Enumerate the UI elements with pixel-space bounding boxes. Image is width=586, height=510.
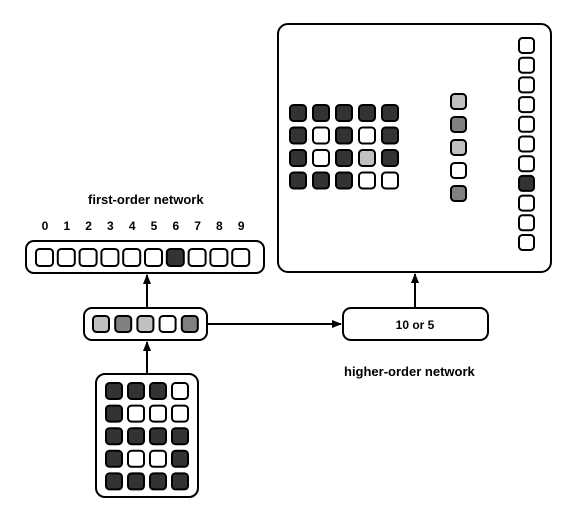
hidden-unit <box>180 315 199 333</box>
input-unit <box>171 472 189 491</box>
higher-order-input-unit <box>289 104 307 122</box>
higher-order-output-unit <box>518 115 535 133</box>
digit-label: 8 <box>216 219 223 233</box>
hidden-unit <box>158 315 177 333</box>
higher-order-network-label: higher-order network <box>344 364 476 379</box>
higher-order-input-unit <box>312 149 330 167</box>
hidden-unit <box>136 315 155 333</box>
input-unit <box>149 427 167 446</box>
digit-label: 7 <box>194 219 201 233</box>
input-unit <box>149 382 167 400</box>
first-order-hidden-units <box>92 315 199 333</box>
digit-label: 4 <box>129 219 136 233</box>
output-unit <box>100 248 120 267</box>
input-unit <box>171 404 189 423</box>
higher-order-grid-units <box>289 104 399 190</box>
input-unit <box>127 472 145 491</box>
digit-label: 0 <box>42 219 49 233</box>
higher-order-output-unit <box>518 37 535 54</box>
higher-order-hidden-unit <box>450 139 467 156</box>
higher-order-output-unit <box>518 56 535 74</box>
higher-order-input-unit <box>289 126 307 145</box>
input-unit <box>127 404 145 423</box>
output-unit <box>56 248 76 267</box>
hidden-unit <box>92 315 110 333</box>
higher-order-input-unit <box>335 126 353 145</box>
higher-order-input-unit <box>312 171 330 190</box>
higher-order-output-unit <box>518 234 535 251</box>
higher-order-input-unit <box>335 104 353 122</box>
output-unit <box>187 248 207 267</box>
higher-order-output-unit <box>518 76 535 94</box>
input-unit <box>171 382 189 400</box>
higher-order-input-unit <box>289 171 307 190</box>
higher-order-output-unit <box>518 155 535 173</box>
higher-order-input-unit <box>358 149 376 167</box>
higher-order-input-unit <box>335 171 353 190</box>
higher-order-input-unit <box>358 104 376 122</box>
higher-order-output-units <box>518 37 535 251</box>
input-unit <box>127 382 145 400</box>
digit-label: 1 <box>63 219 70 233</box>
digit-label: 9 <box>238 219 245 233</box>
first-order-output-units <box>35 248 251 267</box>
digit-label: 2 <box>85 219 92 233</box>
input-unit <box>127 427 145 446</box>
input-unit <box>149 449 167 468</box>
input-unit <box>105 449 123 468</box>
input-unit <box>171 427 189 446</box>
higher-order-input-unit <box>335 149 353 167</box>
output-unit <box>35 248 54 267</box>
higher-order-input-unit <box>358 171 376 190</box>
output-unit <box>231 248 251 267</box>
higher-order-input-unit <box>381 149 399 167</box>
output-unit <box>209 248 229 267</box>
higher-order-input-unit <box>381 104 399 122</box>
higher-order-input-unit <box>358 126 376 145</box>
first-order-network-label: first-order network <box>88 192 204 207</box>
higher-order-hidden-units <box>450 93 467 202</box>
digit-label: 6 <box>172 219 179 233</box>
higher-order-input-unit <box>312 126 330 145</box>
higher-order-hidden-unit <box>450 93 467 110</box>
output-unit <box>165 248 185 267</box>
higher-order-output-unit <box>518 135 535 153</box>
higher-order-network-box <box>277 23 552 273</box>
higher-order-hidden-unit <box>450 116 467 133</box>
input-unit <box>149 472 167 491</box>
digit-label: 3 <box>107 219 114 233</box>
higher-order-input-unit <box>289 149 307 167</box>
input-unit <box>127 449 145 468</box>
higher-order-output-unit <box>518 96 535 114</box>
input-unit <box>105 427 123 446</box>
higher-order-output-unit <box>518 214 535 232</box>
input-unit <box>105 404 123 423</box>
input-grid-units <box>105 382 189 491</box>
input-unit <box>149 404 167 423</box>
higher-order-input-unit <box>381 171 399 190</box>
higher-order-output-unit <box>518 174 535 192</box>
higher-order-output-unit <box>518 194 535 212</box>
higher-order-hidden-unit <box>450 162 467 179</box>
higher-order-input-unit <box>312 104 330 122</box>
output-unit <box>78 248 98 267</box>
output-unit <box>122 248 142 267</box>
input-unit <box>171 449 189 468</box>
higher-order-input-unit <box>381 126 399 145</box>
hidden-unit <box>114 315 133 333</box>
digit-label: 5 <box>151 219 158 233</box>
higher-order-hidden-units-label: 10 or 5 <box>396 318 435 332</box>
output-unit <box>144 248 163 267</box>
higher-order-hidden-unit <box>450 185 467 202</box>
input-unit <box>105 472 123 491</box>
input-unit <box>105 382 123 400</box>
